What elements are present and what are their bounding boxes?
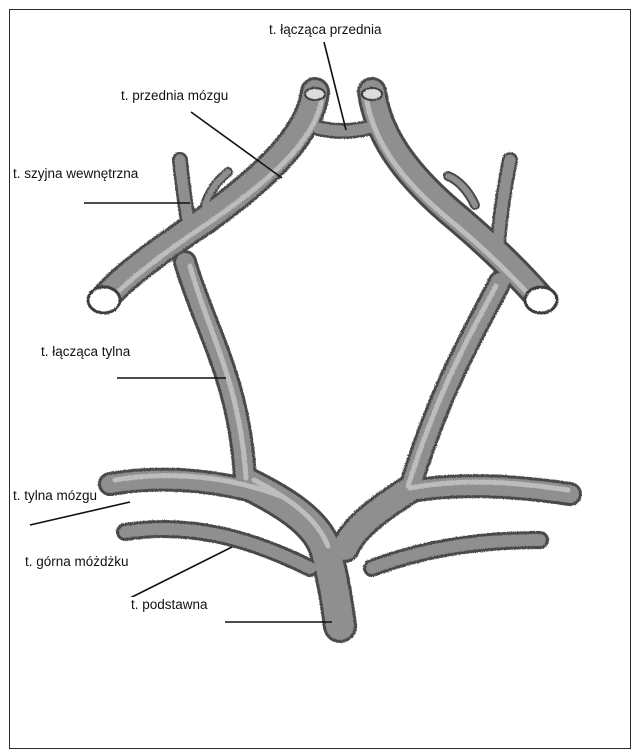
leader-superior-cerebellar (130, 547, 232, 598)
leader-posterior-cerebral (30, 502, 130, 525)
leader-anterior-cerebral (191, 112, 282, 178)
label-basilar: t. podstawna (130, 597, 209, 613)
label-anterior-cerebral: t. przednia mózgu (120, 88, 229, 104)
label-superior-cerebellar: t. górna móżdżku (24, 554, 130, 570)
label-internal-carotid: t. szyjna wewnętrzna (12, 166, 139, 182)
circle-of-willis-diagram (0, 0, 638, 734)
label-anterior-communicating: t. łącząca przednia (268, 22, 383, 38)
label-posterior-communicating: t. łącząca tylna (40, 344, 131, 360)
label-posterior-cerebral: t. tylna mózgu (12, 488, 98, 504)
